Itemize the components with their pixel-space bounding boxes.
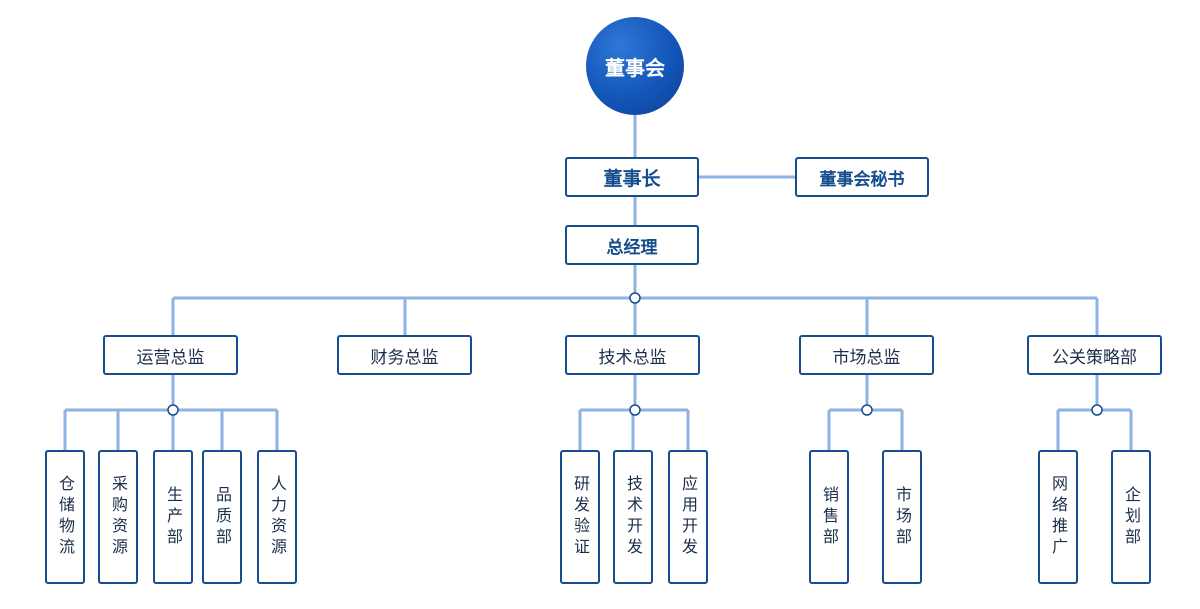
dept-junction-dot bbox=[861, 404, 873, 416]
dept-node-tech-development: 技术开发 bbox=[613, 450, 653, 584]
dept-node-quality: 品质部 bbox=[202, 450, 242, 584]
dept-node-human-resources: 人力资源 bbox=[257, 450, 297, 584]
dept-junction-dot bbox=[1091, 404, 1103, 416]
dept-junction-dot bbox=[167, 404, 179, 416]
dept-node-planning: 企划部 bbox=[1111, 450, 1151, 584]
board-node: 董事会 bbox=[586, 17, 684, 115]
dept-node-online-promotion: 网络推广 bbox=[1038, 450, 1078, 584]
director-node-technology: 技术总监 bbox=[565, 335, 700, 375]
dept-node-sales: 销售部 bbox=[809, 450, 849, 584]
director-node-operations: 运营总监 bbox=[103, 335, 238, 375]
dept-junction-dot bbox=[629, 404, 641, 416]
dept-node-rnd-validation: 研发验证 bbox=[560, 450, 600, 584]
directors-junction-dot bbox=[629, 292, 641, 304]
dept-node-production: 生产部 bbox=[153, 450, 193, 584]
director-node-pr-strategy: 公关策略部 bbox=[1027, 335, 1162, 375]
chairman-node: 董事长 bbox=[565, 157, 699, 197]
director-node-marketing: 市场总监 bbox=[799, 335, 934, 375]
general-manager-node: 总经理 bbox=[565, 225, 699, 265]
dept-node-procurement: 采购资源 bbox=[98, 450, 138, 584]
board-secretary-node: 董事会秘书 bbox=[795, 157, 929, 197]
dept-node-warehouse-logistics: 仓储物流 bbox=[45, 450, 85, 584]
dept-node-app-development: 应用开发 bbox=[668, 450, 708, 584]
dept-node-market: 市场部 bbox=[882, 450, 922, 584]
director-node-finance: 财务总监 bbox=[337, 335, 472, 375]
